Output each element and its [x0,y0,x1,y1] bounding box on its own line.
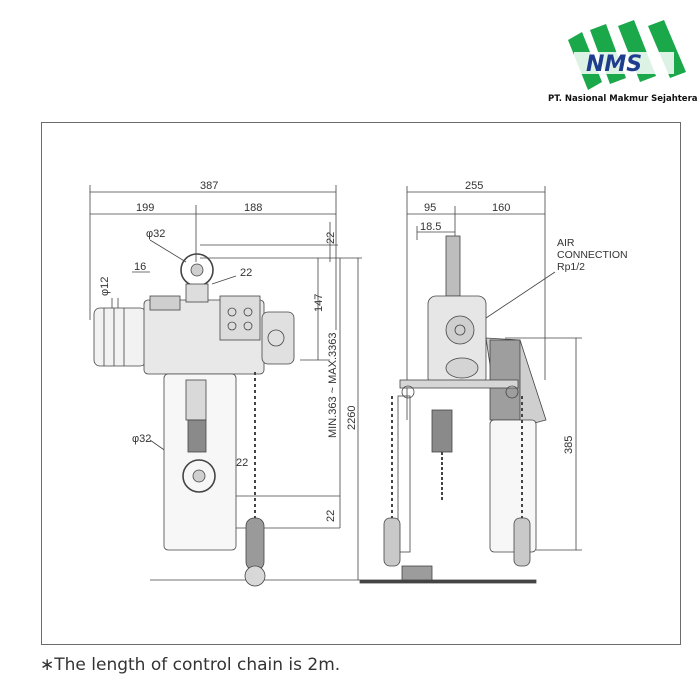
front-height-lift: 147 [313,294,325,312]
company-name: PT. Nasional Makmur Sejahtera [548,94,698,104]
front-chain-diameter: φ12 [99,277,111,296]
front-width-left: 199 [136,202,154,214]
front-top-clearance: 22 [325,232,337,244]
side-width-right: 160 [492,202,510,214]
logo-text: NMS [586,52,642,77]
drawing-frame [41,122,681,645]
side-width-left: 95 [424,202,436,214]
air-connection-line2: CONNECTION [557,249,628,261]
side-height: 385 [563,436,575,454]
company-logo: NMS [560,20,695,110]
side-width-total: 255 [465,180,483,192]
front-hook-top-diameter: φ32 [146,228,165,240]
front-hook-bottom-diameter: φ32 [132,433,151,445]
front-hook-top-throat: 22 [240,267,252,279]
air-connection-line1: AIR [557,237,575,249]
air-connection-line3: Rp1/2 [557,261,585,273]
front-width-total: 387 [200,180,218,192]
side-offset: 18.5 [420,221,441,233]
front-hook-gap: 16 [134,261,146,273]
front-height-total: 2260 [346,406,358,430]
front-width-right: 188 [244,202,262,214]
front-hook-bottom-throat: 22 [236,457,248,469]
front-headroom-range: MIN.363 ~ MAX.3363 [327,333,339,438]
footnote: ∗The length of control chain is 2m. [40,655,341,675]
front-bottom-clearance: 22 [325,510,337,522]
